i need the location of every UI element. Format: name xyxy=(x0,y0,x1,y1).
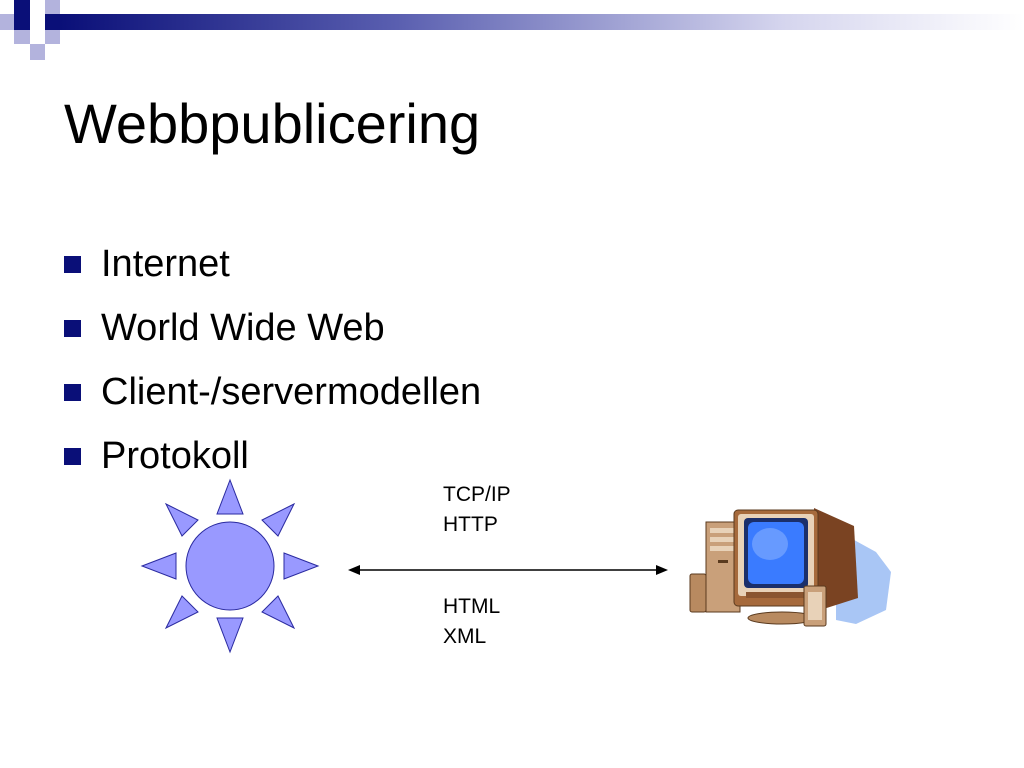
format-label-html: HTML xyxy=(443,595,501,618)
bullet-text: Protokoll xyxy=(101,435,249,477)
sun-icon xyxy=(140,478,320,654)
decorative-header-pattern xyxy=(0,0,1024,60)
protocol-label-tcpip: TCP/IP xyxy=(443,483,511,506)
square-bullet-icon xyxy=(64,383,81,401)
bullet-text: World Wide Web xyxy=(101,307,385,349)
square-bullet-icon xyxy=(64,447,81,465)
bidirectional-arrow xyxy=(348,565,668,575)
bullet-text: Client-/servermodellen xyxy=(101,371,482,413)
bullet-text: Internet xyxy=(101,243,230,285)
bullet-item: Client-/servermodellen xyxy=(64,360,481,424)
square-bullet-icon xyxy=(64,255,81,273)
bullet-item: World Wide Web xyxy=(64,296,481,360)
bullet-item: Internet xyxy=(64,232,481,296)
bullet-list: Internet World Wide Web Client-/servermo… xyxy=(64,232,481,488)
square-bullet-icon xyxy=(64,319,81,337)
desktop-computer-icon xyxy=(689,508,891,627)
slide-title: Webbpublicering xyxy=(64,92,481,155)
format-label-xml: XML xyxy=(443,625,487,648)
bullet-item: Protokoll xyxy=(64,424,481,488)
protocol-label-http: HTTP xyxy=(443,513,498,536)
